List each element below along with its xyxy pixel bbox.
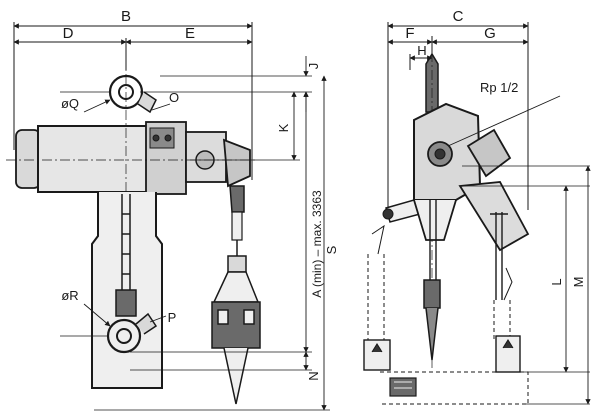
side-frame-arm bbox=[458, 181, 530, 252]
side-view bbox=[363, 22, 590, 405]
side-dimensions bbox=[387, 23, 591, 405]
label-H: H bbox=[417, 43, 426, 58]
label-G: G bbox=[484, 25, 496, 42]
front-dimensions bbox=[13, 23, 327, 411]
label-P: P bbox=[168, 310, 177, 325]
label-M: M bbox=[571, 277, 586, 288]
control-valve bbox=[222, 138, 251, 188]
label-S: S bbox=[324, 245, 339, 254]
load-chain bbox=[121, 194, 131, 290]
label-J: J bbox=[306, 63, 321, 70]
pendant-control bbox=[211, 240, 261, 405]
side-chains bbox=[429, 200, 508, 300]
label-Q: øQ bbox=[61, 96, 79, 111]
label-D: D bbox=[63, 25, 74, 42]
motor-end-cap bbox=[15, 129, 41, 189]
bottom-block bbox=[115, 289, 137, 317]
label-B: B bbox=[121, 8, 131, 25]
front-view bbox=[6, 22, 330, 411]
label-R: øR bbox=[61, 288, 78, 303]
label-C: C bbox=[453, 8, 464, 25]
label-K: K bbox=[276, 123, 291, 132]
label-A: A (min) – max. 3363 bbox=[310, 190, 324, 298]
label-F: F bbox=[405, 25, 414, 42]
label-L: L bbox=[549, 278, 564, 285]
label-Rp: Rp 1/2 bbox=[480, 80, 518, 95]
label-N: N bbox=[306, 371, 321, 380]
dimension-labels: B D E C F G H Rp 1/2 øQ O øR P J K A (mi… bbox=[61, 8, 586, 381]
label-O: O bbox=[169, 90, 179, 105]
motor-housing bbox=[37, 125, 149, 193]
label-E: E bbox=[185, 25, 195, 42]
